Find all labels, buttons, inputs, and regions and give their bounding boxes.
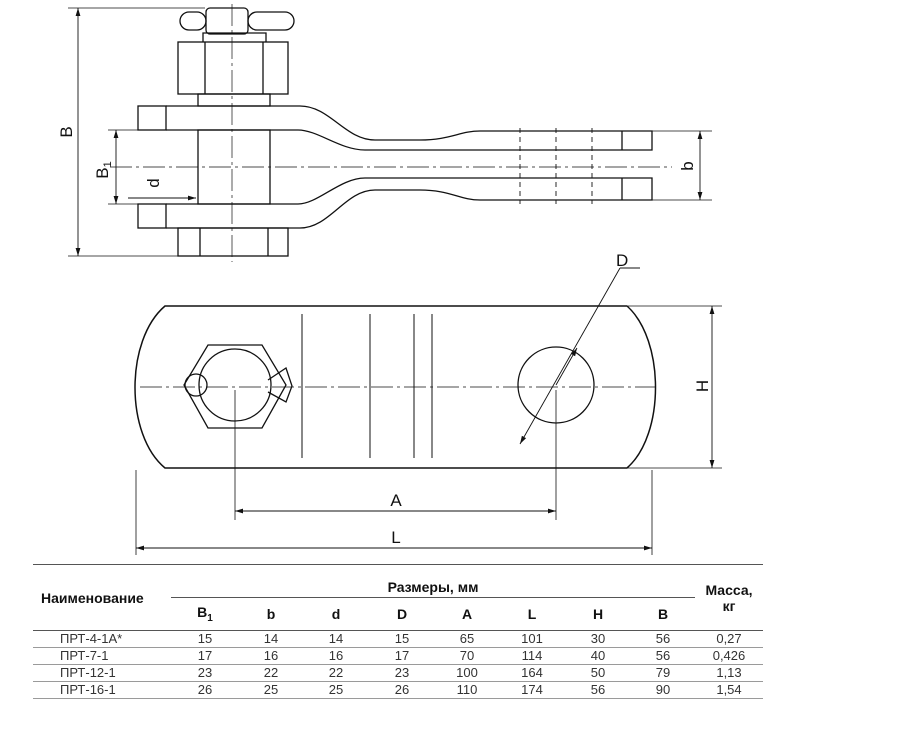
row-value: 50 [565, 664, 631, 682]
row-value: 15 [171, 630, 239, 648]
row-value: 25 [239, 681, 303, 699]
row-mass: 1,54 [695, 681, 763, 699]
technical-drawing: B B1 d b D H A L [57, 4, 722, 555]
dimension-labels: B B1 d b D H A L [57, 126, 712, 547]
row-value: 114 [499, 647, 565, 665]
row-value: 40 [565, 647, 631, 665]
row-name: ПРТ-16-1 [33, 681, 171, 699]
mass-header-line-2: кг [722, 597, 736, 614]
dim-label-a: A [390, 491, 402, 510]
dim-label-b-small: b [678, 161, 697, 170]
row-value: 17 [369, 647, 435, 665]
column-header: d [303, 597, 369, 631]
row-value: 56 [631, 647, 695, 665]
row-value: 100 [435, 664, 499, 682]
column-header: b [239, 597, 303, 631]
row-value: 110 [435, 681, 499, 699]
row-name: ПРТ-4-1А* [33, 630, 171, 648]
row-mass: 0,27 [695, 630, 763, 648]
column-header: A [435, 597, 499, 631]
row-value: 14 [239, 630, 303, 648]
row-value: 14 [303, 630, 369, 648]
row-value: 65 [435, 630, 499, 648]
dim-label-l: L [391, 528, 400, 547]
dim-label-b-total: B [57, 126, 76, 137]
row-name: ПРТ-12-1 [33, 664, 171, 682]
row-value: 15 [369, 630, 435, 648]
row-value: 22 [303, 664, 369, 682]
column-header: L [499, 597, 565, 631]
row-value: 90 [631, 681, 695, 699]
row-value: 26 [369, 681, 435, 699]
row-value: 174 [499, 681, 565, 699]
row-value: 23 [171, 664, 239, 682]
row-value: 22 [239, 664, 303, 682]
row-value: 56 [631, 630, 695, 648]
dim-label-d-small: d [144, 178, 163, 187]
row-value: 30 [565, 630, 631, 648]
side-view [68, 7, 712, 257]
row-mass: 1,13 [695, 664, 763, 682]
row-mass: 0,426 [695, 647, 763, 665]
row-value: 79 [631, 664, 695, 682]
mass-header: Масса, кг [695, 564, 763, 631]
column-header: H [565, 597, 631, 631]
mass-header-line-1: Масса, [705, 581, 753, 598]
row-value: 164 [499, 664, 565, 682]
row-value: 16 [303, 647, 369, 665]
table-header-row-1: Наименование Размеры, мм Масса, кг [33, 564, 763, 631]
name-header: Наименование [33, 564, 171, 631]
row-value: 16 [239, 647, 303, 665]
column-header: B [631, 597, 695, 631]
column-header: B1 [171, 597, 239, 631]
row-value: 25 [303, 681, 369, 699]
dim-label-d-large: D [616, 251, 628, 270]
row-name: ПРТ-7-1 [33, 647, 171, 665]
row-value: 17 [171, 647, 239, 665]
row-value: 56 [565, 681, 631, 699]
row-value: 26 [171, 681, 239, 699]
column-header: D [369, 597, 435, 631]
row-value: 101 [499, 630, 565, 648]
dim-label-b1: B1 [93, 161, 114, 178]
plan-view [134, 267, 722, 555]
dims-header: Размеры, мм [171, 564, 695, 598]
row-value: 70 [435, 647, 499, 665]
dim-label-h: H [693, 380, 712, 392]
row-value: 23 [369, 664, 435, 682]
